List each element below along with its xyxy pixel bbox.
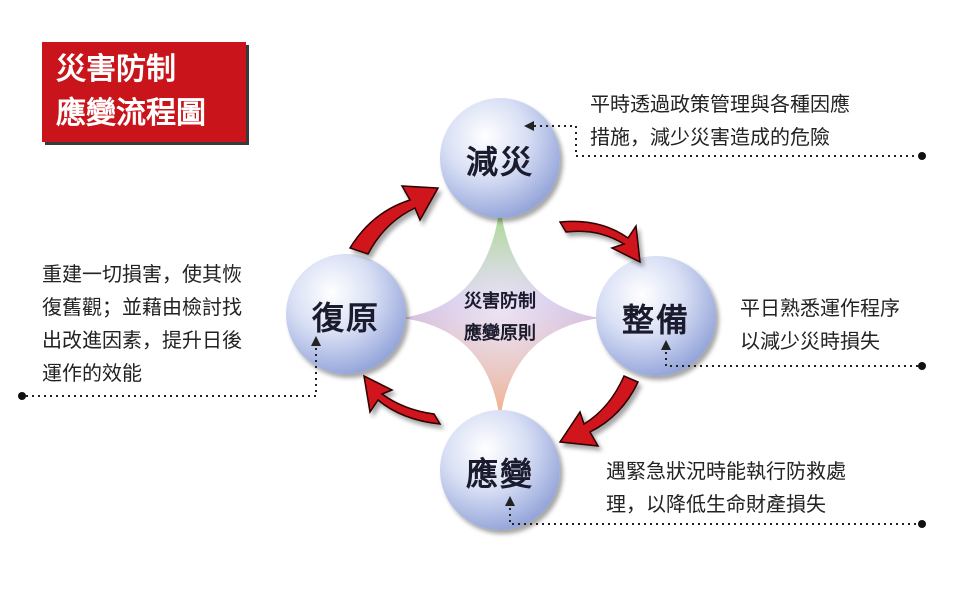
node-right-sphere (596, 256, 716, 376)
description-line: 出改進因素，提升日後 (42, 328, 242, 352)
leader-arrowheads (311, 121, 671, 506)
cycle-arrows (348, 185, 641, 447)
title-line-1: 災害防制 (56, 52, 176, 87)
arrow-right-to-bottom (558, 375, 640, 447)
arrow-left-to-top (348, 185, 440, 255)
description-line: 復舊觀；並藉由檢討找 (42, 295, 242, 319)
title-line-2: 應變流程圖 (56, 96, 206, 131)
arrow-bottom-to-left (363, 374, 442, 425)
node-bottom-label: 應變 (465, 455, 535, 493)
node-spheres (286, 98, 716, 530)
node-right-label: 整備 (621, 301, 691, 339)
leader-lines (26, 125, 918, 525)
description-line: 平日熟悉運作程序 (740, 296, 900, 320)
description-top: 平時透過政策管理與各種因應 措施，減少災害造成的危險 (590, 88, 850, 154)
node-top-label: 減災 (465, 143, 535, 181)
node-left-label: 復原 (311, 299, 381, 337)
description-left: 重建一切損害，使其恢 復舊觀；並藉由檢討找 出改進因素，提升日後 運作的效能 (42, 258, 242, 390)
description-line: 重建一切損害，使其恢 (42, 262, 242, 286)
description-line: 運作的效能 (42, 361, 142, 385)
arrow-top-to-right (558, 220, 641, 264)
description-line: 理，以降低生命財產損失 (606, 492, 826, 516)
description-line: 遇緊急狀況時能執行防救處 (606, 459, 846, 483)
description-line: 平時透過政策管理與各種因應 (590, 92, 850, 116)
description-bottom: 遇緊急狀況時能執行防救處 理，以降低生命財產損失 (606, 455, 846, 521)
center-label-line-1: 災害防制 (464, 291, 536, 312)
node-bottom-sphere (440, 410, 560, 530)
diagram-title: 災害防制 應變流程圖 (42, 42, 246, 142)
center-label-line-2: 應變原則 (464, 323, 536, 344)
description-line: 以減少災時損失 (740, 329, 880, 353)
center-star (402, 205, 600, 420)
description-right: 平日熟悉運作程序 以減少災時損失 (740, 292, 900, 358)
description-line: 措施，減少災害造成的危險 (590, 125, 830, 149)
leader-endpoints (18, 152, 926, 528)
